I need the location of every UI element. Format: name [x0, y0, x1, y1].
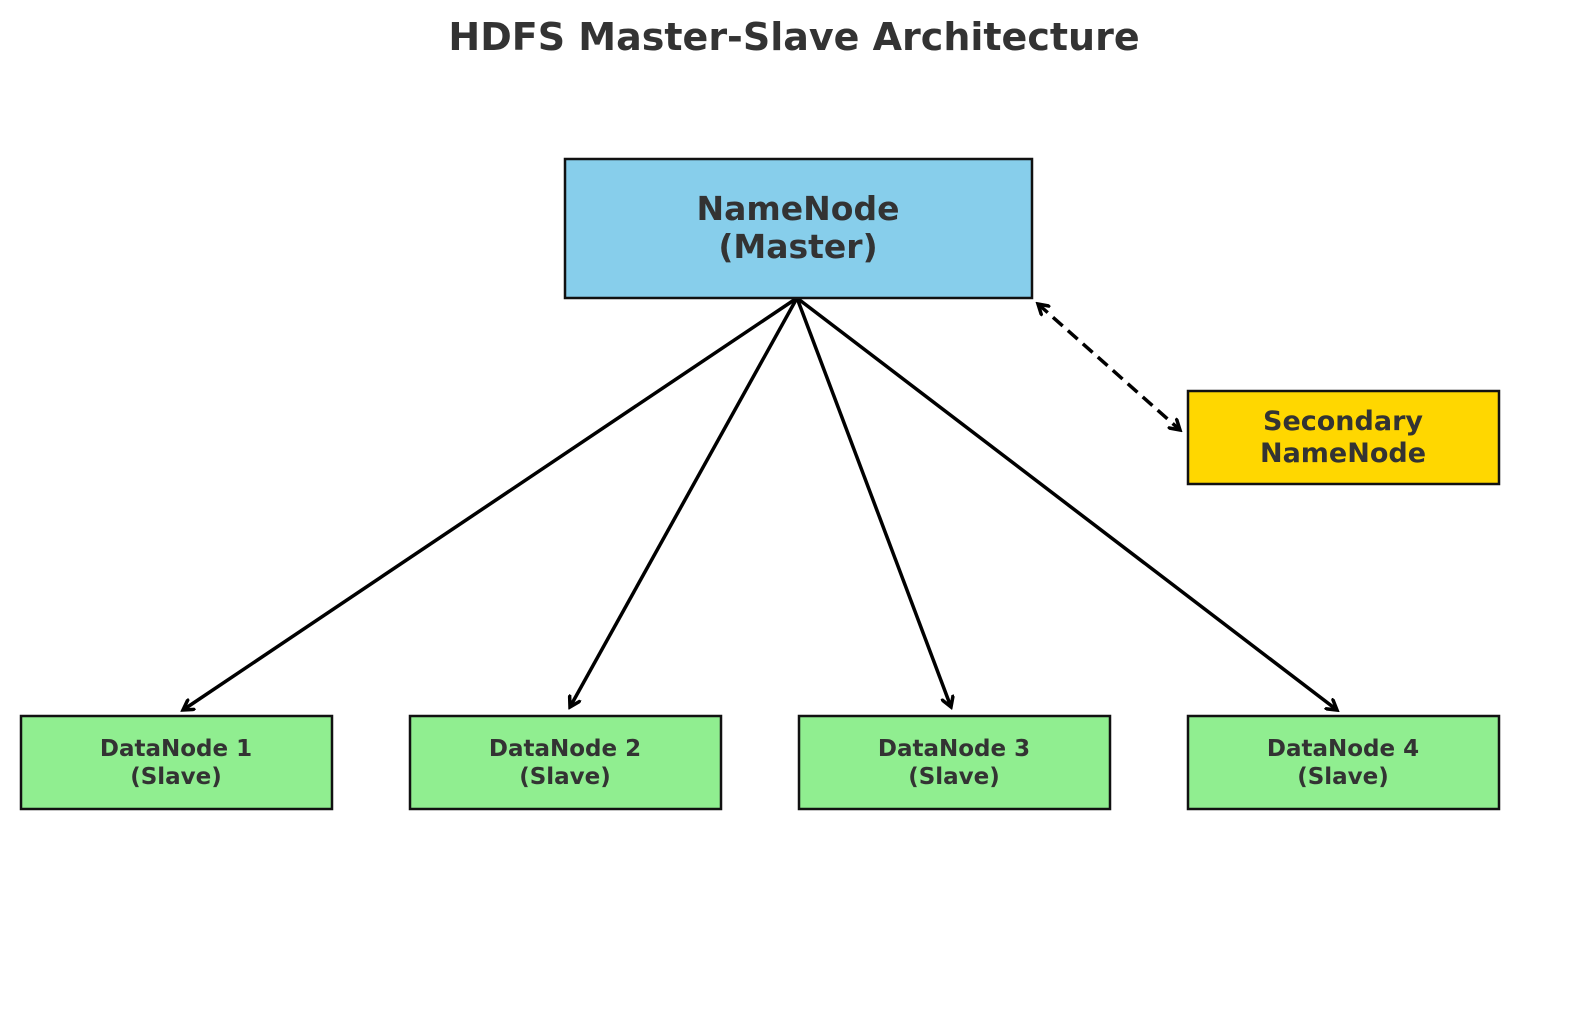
datanode-4-role-label: (Slave): [1297, 764, 1389, 790]
arrow-namenode-to-datanode-1: [183, 296, 798, 710]
datanode-3-label: DataNode 3: [878, 736, 1030, 762]
datanode-4-box: DataNode 4 (Slave): [1186, 714, 1501, 811]
datanode-1-role-label: (Slave): [130, 764, 222, 790]
datanode-1-rect: [19, 714, 334, 811]
namenode-role-label: (Master): [718, 227, 877, 266]
namenode-rect: [563, 157, 1034, 300]
datanode-2-label: DataNode 2: [489, 736, 641, 762]
secondary-namenode-label-2: NameNode: [1260, 438, 1426, 469]
arrow-namenode-to-datanode-4: [795, 296, 1337, 710]
secondary-namenode-box: Secondary NameNode: [1186, 389, 1501, 486]
arrow-namenode-to-datanode-2: [570, 297, 799, 707]
secondary-namenode-label: Secondary: [1263, 406, 1423, 437]
namenode-label: NameNode: [697, 189, 900, 228]
datanode-4-rect: [1186, 714, 1501, 811]
datanode-3-role-label: (Slave): [908, 764, 1000, 790]
arrow-namenode-to-datanode-3: [795, 297, 951, 707]
datanode-3-rect: [797, 714, 1112, 811]
namenode-box: NameNode (Master): [563, 157, 1034, 300]
datanode-3-box: DataNode 3 (Slave): [797, 714, 1112, 811]
datanode-2-rect: [408, 714, 723, 811]
secondary-namenode-rect: [1186, 389, 1501, 486]
datanode-2-role-label: (Slave): [519, 764, 611, 790]
datanode-2-box: DataNode 2 (Slave): [408, 714, 723, 811]
arrow-namenode-secondary-sync: [1038, 304, 1180, 430]
datanode-1-label: DataNode 1: [100, 736, 252, 762]
datanode-4-label: DataNode 4: [1267, 736, 1419, 762]
datanode-1-box: DataNode 1 (Slave): [19, 714, 334, 811]
diagram-title: HDFS Master-Slave Architecture: [448, 15, 1139, 59]
